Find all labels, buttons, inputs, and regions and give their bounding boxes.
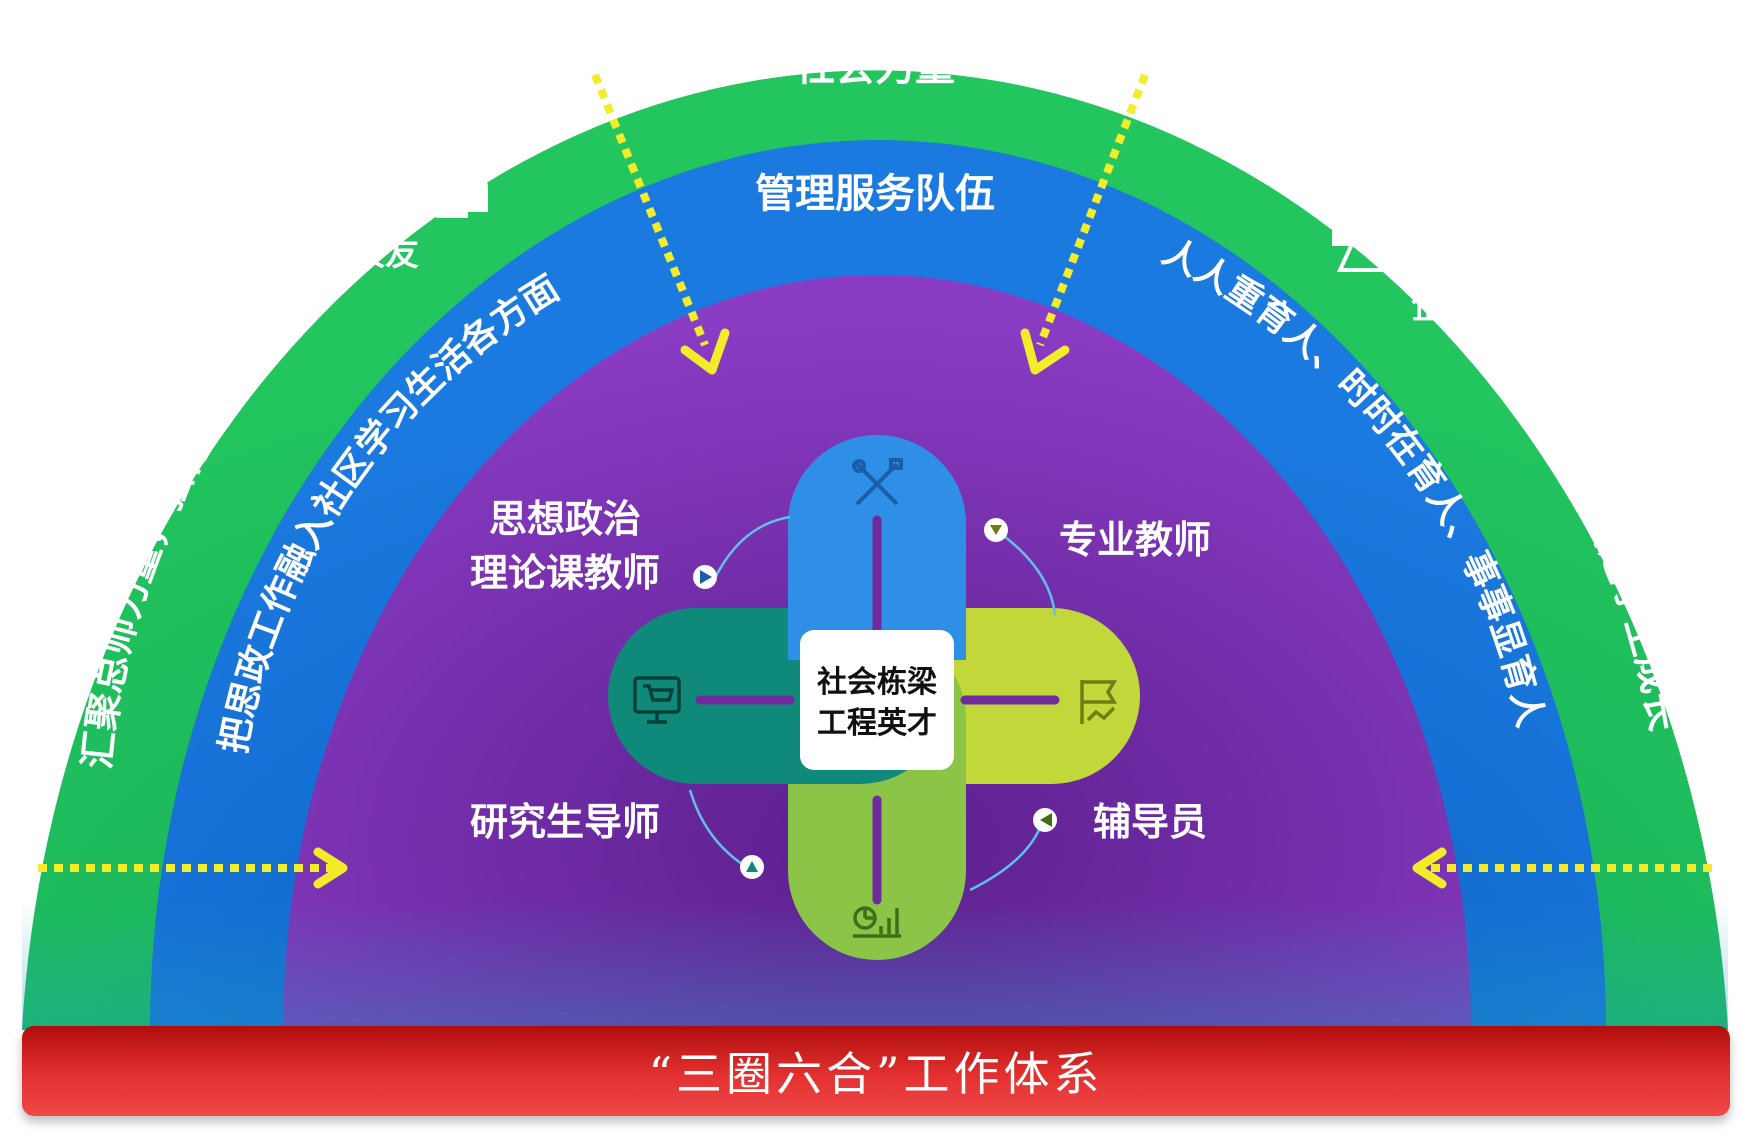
alumni-label: 校友 <box>351 234 419 274</box>
flag-chart-icon <box>1080 680 1118 724</box>
arrow-top-right <box>1020 73 1149 375</box>
role-marker-icons <box>693 518 1057 879</box>
growth-chart-icon <box>853 906 901 938</box>
center-line1: 社会栋梁 <box>817 665 937 700</box>
role-counselor: 辅导员 <box>1093 800 1207 844</box>
meeting-icon <box>1332 197 1416 272</box>
middle-ring-label: 管理服务队伍 <box>755 171 995 217</box>
monitor-cart-icon <box>633 676 681 724</box>
enterprise-label: 企业 <box>1411 287 1479 327</box>
center-box <box>800 630 954 770</box>
people-group-icon <box>416 145 488 218</box>
arrow-top-left <box>591 73 730 375</box>
system-title: “三圈六合”工作体系 <box>648 1047 1104 1101</box>
role-ideology-teacher-line1: 思想政治 <box>489 497 641 541</box>
role-professional-teacher: 专业教师 <box>1059 518 1211 562</box>
outer-ring-label: 社会力量 <box>795 44 955 90</box>
arrow-left <box>38 847 348 889</box>
role-graduate-advisor: 研究生导师 <box>470 800 660 844</box>
tools-icon <box>852 458 903 506</box>
system-title-banner: “三圈六合”工作体系 <box>22 1026 1730 1116</box>
role-ideology-teacher-line2: 理论课教师 <box>470 551 660 595</box>
center-line2: 工程英才 <box>817 706 937 741</box>
arrow-right <box>1412 847 1712 889</box>
